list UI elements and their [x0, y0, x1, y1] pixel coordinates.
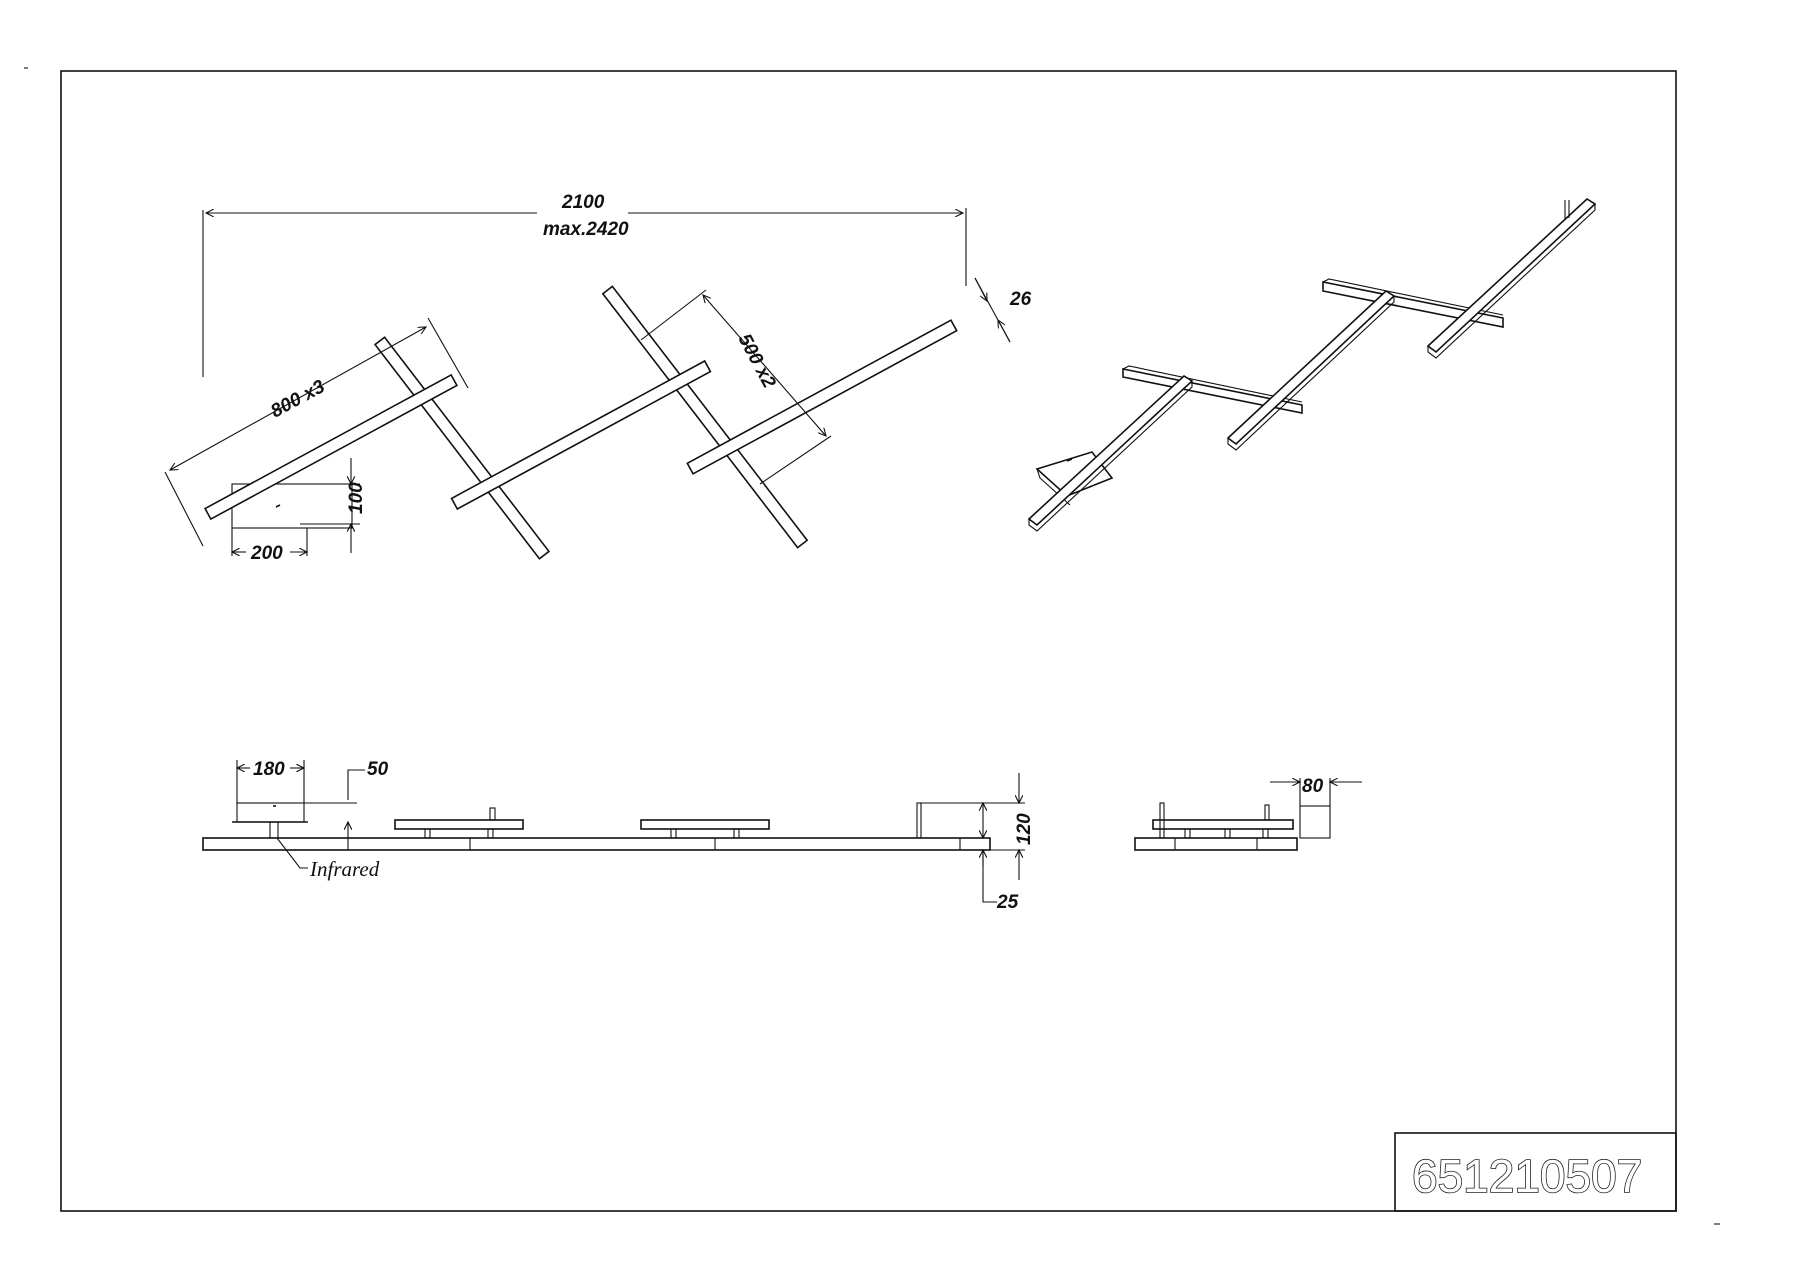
dim-base-width: 200: [250, 543, 283, 564]
front-upper-bar-1: [394, 819, 524, 830]
cross-bar-1: [373, 336, 551, 560]
perspective-view: [1027, 197, 1597, 532]
light-bar-1: [204, 373, 458, 521]
side-canopy: [1299, 805, 1331, 839]
dim-bar-thickness: 26: [1009, 289, 1032, 310]
bar-length-dim-line: [170, 327, 426, 470]
title-block: 651210507: [1394, 1132, 1677, 1212]
iso-cross-1: [1122, 368, 1303, 414]
iso-cross-2: [1322, 281, 1504, 328]
dim-cross-length: 500 x2: [734, 330, 780, 392]
light-bar-2: [450, 359, 712, 511]
top-view: 2100 max.2420 800 x3 500 x2: [164, 192, 1032, 564]
cross-length-ext-1: [640, 289, 707, 341]
dim-bar-height: 25: [996, 892, 1019, 913]
side-elevation: 80: [1134, 776, 1362, 851]
dim-side-depth: 80: [1302, 776, 1324, 797]
dim-base-height: 100: [346, 482, 367, 514]
end-post: [916, 802, 922, 839]
label-infrared: Infrared: [309, 857, 380, 881]
cross-length-dim-line: [703, 295, 826, 436]
side-upper-bar: [1152, 819, 1294, 830]
dim-max-width: max.2420: [543, 219, 629, 240]
sensor-mark: [275, 504, 281, 508]
iso-bar-2: [1226, 289, 1396, 446]
bar-length-ext-1: [164, 471, 204, 547]
front-elevation: 180 50 Infrared 120 25: [202, 759, 1035, 913]
iso-bar-1: [1027, 374, 1194, 527]
bar-length-ext-2: [427, 317, 469, 389]
dim-sensor-height: 50: [367, 759, 389, 780]
drawing-frame: [60, 70, 1677, 1212]
thickness-arrow-2: [998, 320, 1011, 343]
light-bar-3: [686, 319, 958, 475]
dim-sensor-width: 180: [253, 759, 285, 780]
dim-total-width: 2100: [561, 192, 605, 213]
sensor-box: [236, 802, 305, 823]
thickness-arrow-1: [974, 277, 987, 301]
iso-bar-3: [1426, 197, 1597, 354]
part-number: 651210507: [1412, 1150, 1642, 1202]
side-rail: [1134, 837, 1298, 851]
dim-total-height: 120: [1014, 813, 1035, 845]
front-upper-bar-2: [640, 819, 770, 830]
front-rail: [202, 837, 991, 851]
dim-bar-length: 800 x3: [267, 376, 328, 422]
cross-length-ext-2: [759, 435, 832, 485]
